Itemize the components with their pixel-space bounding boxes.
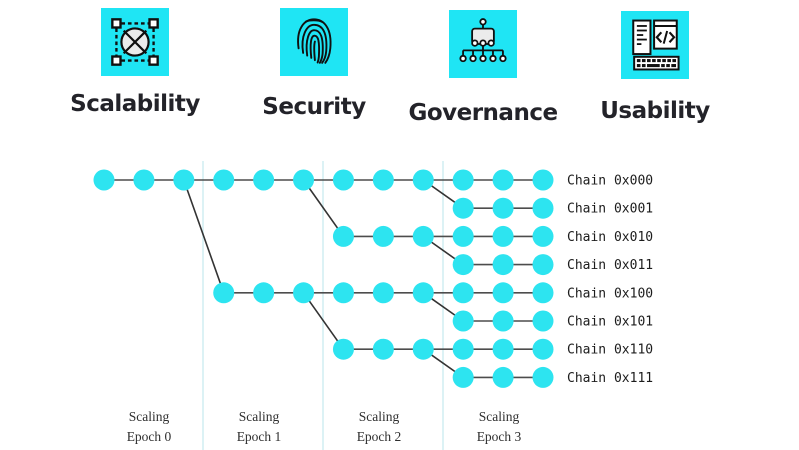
hierarchy-icon <box>449 10 517 78</box>
block-dot <box>492 282 514 304</box>
block-dot <box>293 282 315 304</box>
block-dot <box>492 338 514 360</box>
chain-label: Chain 0x001 <box>567 202 653 217</box>
block-dot <box>213 169 235 191</box>
block-dot <box>93 169 115 191</box>
block-dot <box>253 169 275 191</box>
feature-governance: Governance <box>388 10 578 126</box>
block-dot <box>213 282 235 304</box>
block-dot <box>293 169 315 191</box>
feature-label-scalability: Scalability <box>70 91 200 117</box>
block-dot <box>492 366 514 388</box>
block-dot <box>532 338 554 360</box>
block-dot <box>412 225 434 247</box>
block-dot <box>492 225 514 247</box>
block-dot <box>532 197 554 219</box>
chain-label: Chain 0x101 <box>567 315 653 330</box>
block-dot <box>452 338 474 360</box>
block-dot <box>492 197 514 219</box>
block-dot <box>492 169 514 191</box>
block-dot <box>492 254 514 276</box>
block-dot <box>332 225 354 247</box>
block-dot <box>412 282 434 304</box>
chain-label: Chain 0x000 <box>567 174 653 189</box>
block-dot <box>452 310 474 332</box>
epoch-label-line1: Scaling <box>239 409 280 424</box>
feature-label-security: Security <box>262 94 366 120</box>
block-dot <box>133 169 155 191</box>
selection-scale-icon <box>101 8 169 76</box>
feature-usability: Usability <box>560 11 750 124</box>
chain-label: Chain 0x010 <box>567 230 653 245</box>
block-dot <box>412 169 434 191</box>
feature-scalability: Scalability <box>40 8 230 117</box>
feature-security: Security <box>219 8 409 120</box>
block-dot <box>452 366 474 388</box>
block-dot <box>492 310 514 332</box>
block-dot <box>332 338 354 360</box>
epoch-label-line2: Epoch 0 <box>127 429 172 444</box>
block-dot <box>532 366 554 388</box>
block-dot <box>173 169 195 191</box>
epoch-label-line1: Scaling <box>359 409 400 424</box>
epoch-label-line1: Scaling <box>479 409 520 424</box>
block-dot <box>372 338 394 360</box>
block-dot <box>532 169 554 191</box>
epoch-label-line2: Epoch 2 <box>357 429 402 444</box>
fork-line <box>302 292 345 350</box>
block-dot <box>532 254 554 276</box>
block-dot <box>452 169 474 191</box>
block-dot <box>452 197 474 219</box>
block-dot <box>332 169 354 191</box>
block-dot <box>532 225 554 247</box>
block-dot <box>412 338 434 360</box>
epoch-label-line2: Epoch 3 <box>477 429 522 444</box>
block-dot <box>452 225 474 247</box>
chain-label: Chain 0x011 <box>567 258 653 273</box>
fingerprint-icon <box>280 8 348 76</box>
block-dot <box>372 282 394 304</box>
block-dot <box>332 282 354 304</box>
feature-label-governance: Governance <box>408 100 558 126</box>
chain-label: Chain 0x111 <box>567 371 653 386</box>
block-dot <box>532 282 554 304</box>
chain-label: Chain 0x100 <box>567 286 653 301</box>
fork-line <box>302 179 345 237</box>
block-dot <box>253 282 275 304</box>
block-dot <box>452 254 474 276</box>
block-dot <box>372 225 394 247</box>
chain-label: Chain 0x110 <box>567 343 653 358</box>
workstation-icon <box>621 11 689 79</box>
block-dot <box>532 310 554 332</box>
block-dot <box>452 282 474 304</box>
block-dot <box>372 169 394 191</box>
fork-line <box>183 179 225 294</box>
epoch-label-line1: Scaling <box>129 409 170 424</box>
epoch-label-line2: Epoch 1 <box>237 429 282 444</box>
feature-label-usability: Usability <box>600 98 710 124</box>
